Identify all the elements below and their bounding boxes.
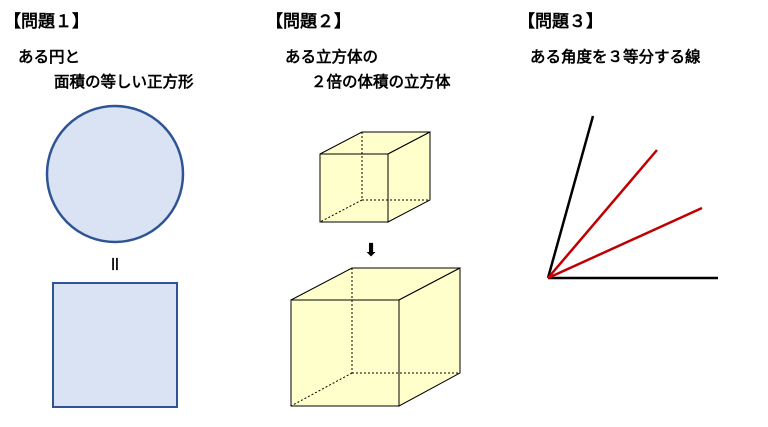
problem1-heading: 【問題１】 <box>4 12 89 32</box>
large-cube-hidden-edges <box>290 268 460 407</box>
small-cube <box>319 131 431 223</box>
circle-shape <box>45 104 185 244</box>
small-cube-front-face <box>319 153 389 223</box>
trisector-line-lower <box>547 206 703 280</box>
problem2-line1: ある立方体の <box>285 48 379 66</box>
large-cube <box>290 267 461 407</box>
problem1-line2: 面積の等しい正方形 <box>54 73 194 91</box>
problem1-line1: ある円と <box>18 48 81 66</box>
problem3-line1: ある角度を３等分する線 <box>530 48 701 66</box>
down-arrow-icon: ⬇ <box>363 240 378 261</box>
problem2-line2: ２倍の体積の立方体 <box>311 73 451 91</box>
problem3-heading: 【問題３】 <box>518 12 603 32</box>
small-cube-hidden-edges <box>319 132 430 223</box>
trisector-line-upper <box>547 149 658 279</box>
angle-figure <box>546 115 718 280</box>
equals-sign-icon: ＝ <box>105 256 124 272</box>
large-cube-front-face <box>290 299 400 407</box>
angle-arm-upper <box>546 115 595 279</box>
square-shape <box>52 282 178 408</box>
problem2-heading: 【問題２】 <box>266 12 351 32</box>
large-cube-side-face <box>398 267 461 407</box>
